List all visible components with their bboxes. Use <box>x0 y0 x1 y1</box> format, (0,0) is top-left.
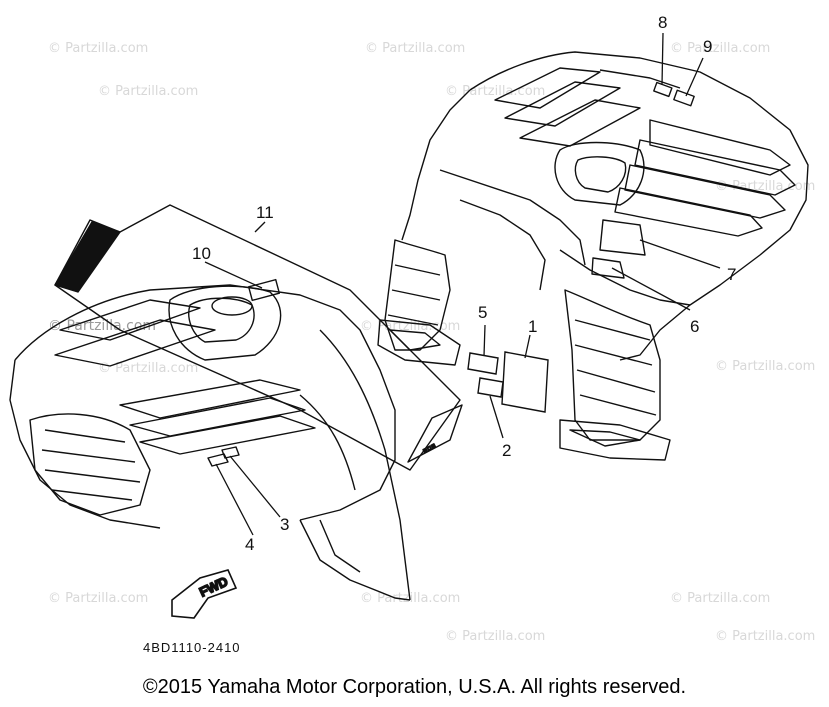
watermark-text: © Partzilla.com <box>715 179 815 194</box>
decal-3-shape <box>221 446 240 459</box>
watermark-text: © Partzilla.com <box>670 591 770 606</box>
loose-decals <box>467 351 549 413</box>
front-fender-drawing: ▪▫▪ <box>9 204 463 601</box>
decal-9-shape <box>673 89 695 107</box>
decal-5-shape <box>467 352 499 375</box>
rear-fender-drawing <box>377 51 809 461</box>
leader-lines <box>204 32 721 536</box>
watermark-text: © Partzilla.com <box>48 591 148 606</box>
watermark-text: © Partzilla.com <box>670 41 770 56</box>
callout-10: 10 <box>192 244 211 263</box>
callout-6: 6 <box>690 317 699 336</box>
watermarks: © Partzilla.com © Partzilla.com © Partzi… <box>48 41 815 644</box>
callout-1: 1 <box>528 317 537 336</box>
callout-9: 9 <box>703 37 712 56</box>
decal-6-shape <box>591 257 625 279</box>
decal-1-shape <box>501 351 549 413</box>
watermark-text: © Partzilla.com <box>98 84 198 99</box>
callout-8: 8 <box>658 13 667 32</box>
callout-3: 3 <box>280 515 289 534</box>
watermark-text: © Partzilla.com <box>365 41 465 56</box>
watermark-text: © Partzilla.com <box>48 41 148 56</box>
decal-7-shape <box>599 219 646 256</box>
callout-4: 4 <box>245 535 254 554</box>
watermark-text: © Partzilla.com <box>98 361 198 376</box>
callout-5: 5 <box>478 303 487 322</box>
decal-11-tab <box>54 221 121 293</box>
watermark-text: © Partzilla.com <box>445 84 545 99</box>
watermark-text: © Partzilla.com <box>715 359 815 374</box>
decal-8-shape <box>653 81 673 98</box>
callout-2: 2 <box>502 441 511 460</box>
drawing-code: 4BD1110-2410 <box>143 640 241 655</box>
callout-11: 11 <box>256 203 274 222</box>
decal-10-shape <box>247 278 281 302</box>
fwd-arrow-decal: FWD <box>171 569 238 619</box>
watermark-text: © Partzilla.com <box>445 629 545 644</box>
copyright-notice: ©2015 Yamaha Motor Corporation, U.S.A. A… <box>142 676 687 698</box>
callout-7: 7 <box>727 265 736 284</box>
watermark-text: © Partzilla.com <box>360 319 460 334</box>
watermark-text: © Partzilla.com <box>715 629 815 644</box>
decal-4-shape <box>207 453 229 467</box>
decal-2-shape <box>477 377 504 398</box>
callouts: 8 9 7 6 10 11 5 1 2 3 4 <box>192 13 736 554</box>
